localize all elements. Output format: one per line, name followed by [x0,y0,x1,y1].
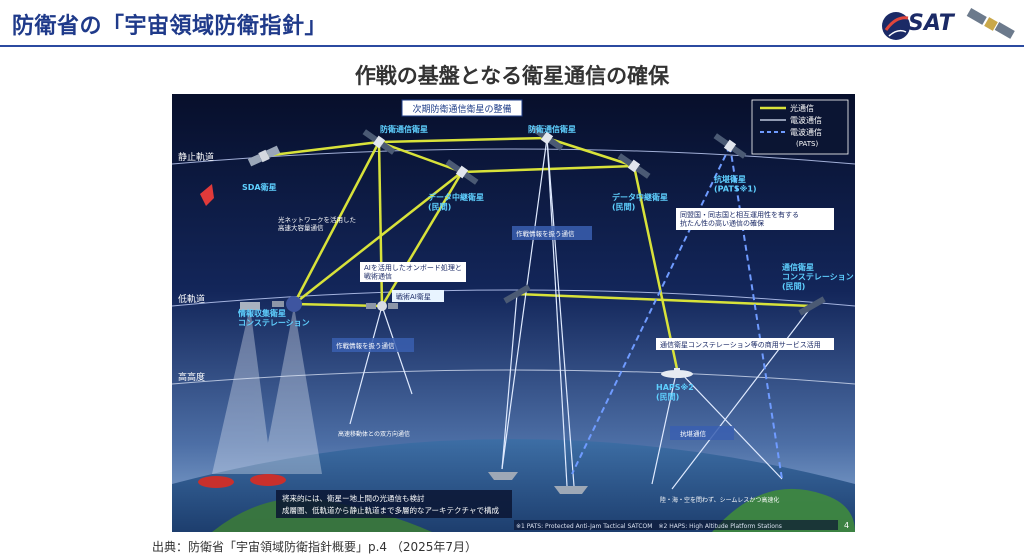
radio-links [349,137,813,490]
ship-icons [198,474,286,488]
svg-text:同盟国・同志国と相互運用性を有する抗たん性の高い通信の確保: 同盟国・同志国と相互運用性を有する抗たん性の高い通信の確保 [680,210,799,227]
svg-text:光ネットワークを活用した高速大容量通信: 光ネットワークを活用した高速大容量通信 [278,215,356,232]
svg-text:※1 PATS: Protected Anti-Jam Ta: ※1 PATS: Protected Anti-Jam Tactical SAT… [516,523,782,530]
svg-text:陸・海・空を問わず、シームレスかつ高速化: 陸・海・空を問わず、シームレスかつ高速化 [660,496,779,504]
svg-text:SDA衛星: SDA衛星 [242,182,277,192]
source-caption: 出典：防衛省「宇宙領域防衛指針概要」p.4 （2025年7月） [152,540,478,554]
svg-text:情報収集衛星コンステレーション: 情報収集衛星コンステレーション [237,308,310,328]
leo-orbit-label: 低軌道 [178,293,205,305]
svg-text:作戦情報を扱う通信: 作戦情報を扱う通信 [336,341,395,350]
svg-text:防衛通信衛星: 防衛通信衛星 [528,124,576,134]
svg-text:HAPS※2(民間): HAPS※2(民間) [656,382,694,402]
architecture-diagram: 次期防衛通信衛星の整備 光通信 電波通信 電波通信 (PATS) 静止軌道 低軌… [171,94,856,532]
page-header: 防衛省の「宇宙領域防衛指針」 SAT [0,0,1024,48]
svg-text:4: 4 [844,521,849,530]
bottom-notes: 将来的には、衛星ー地上間の光通信も検討 成層圏、低軌道から静止軌道まで多層的なア… [276,490,849,530]
jam-resistant-links [571,145,783,480]
svg-text:抗堪通信: 抗堪通信 [680,429,707,438]
svg-text:抗堪衛星(PATS※1): 抗堪衛星(PATS※1) [714,174,757,194]
svg-text:データ中継衛星(民間): データ中継衛星(民間) [428,192,484,212]
threat-icon [200,184,214,206]
svg-text:高速移動体との双方向通信: 高速移動体との双方向通信 [338,430,410,438]
satellite-icons [200,125,826,378]
jsat-logo: SAT [880,6,1020,46]
info-boxes: 作戦情報を扱う通信 作戦情報を扱う通信 抗堪通信 高速移動体との双方向通信 陸・… [332,226,779,504]
banner-text: 次期防衛通信衛星の整備 [412,103,511,115]
diagram-subtitle: 作戦の基盤となる衛星通信の確保 [354,64,670,88]
legend-jam: 電波通信 [790,127,822,137]
geo-orbit-label: 静止軌道 [178,151,214,163]
header-rule [0,45,1024,47]
logo-text: SAT [908,11,954,36]
svg-text:通信衛星コンステレーション(民間): 通信衛星コンステレーション(民間) [782,262,854,291]
svg-text:通信衛星コンステレーション等の商用サービス活用: 通信衛星コンステレーション等の商用サービス活用 [660,340,821,349]
satellite-icon [966,8,1015,39]
legend-radio: 電波通信 [790,115,822,125]
leo-orbit-arc [171,289,856,307]
svg-text:将来的には、衛星ー地上間の光通信も検討: 将来的には、衛星ー地上間の光通信も検討 [282,493,425,503]
svg-text:戦術AI衛星: 戦術AI衛星 [396,292,431,301]
page-title: 防衛省の「宇宙領域防衛指針」 [12,14,328,39]
legend-pats: (PATS) [796,140,818,148]
callout-boxes: AIを活用したオンボード処理と戦術通信 同盟国・同志国と相互運用性を有する抗たん… [278,208,834,350]
globe-icon [882,12,910,40]
svg-text:成層圏、低軌道から静止軌道まで多層的なアーキテクチャで構成: 成層圏、低軌道から静止軌道まで多層的なアーキテクチャで構成 [282,505,499,515]
diagram-canvas: 次期防衛通信衛星の整備 光通信 電波通信 電波通信 (PATS) 静止軌道 低軌… [171,94,856,532]
svg-text:防衛通信衛星: 防衛通信衛星 [380,124,428,134]
svg-text:AIを活用したオンボード処理と戦術通信: AIを活用したオンボード処理と戦術通信 [364,263,462,280]
high-altitude-label: 高高度 [178,371,205,383]
satellite-labels: SDA衛星 防衛通信衛星 防衛通信衛星 データ中継衛星(民間) データ中継衛星(… [237,124,854,402]
svg-text:作戦情報を扱う通信: 作戦情報を扱う通信 [516,229,575,238]
svg-text:データ中継衛星(民間): データ中継衛星(民間) [612,192,668,212]
sensor-beams [212,306,322,474]
legend: 光通信 電波通信 電波通信 (PATS) [751,99,849,155]
legend-optical: 光通信 [790,103,814,113]
vessel-icons [488,472,588,494]
